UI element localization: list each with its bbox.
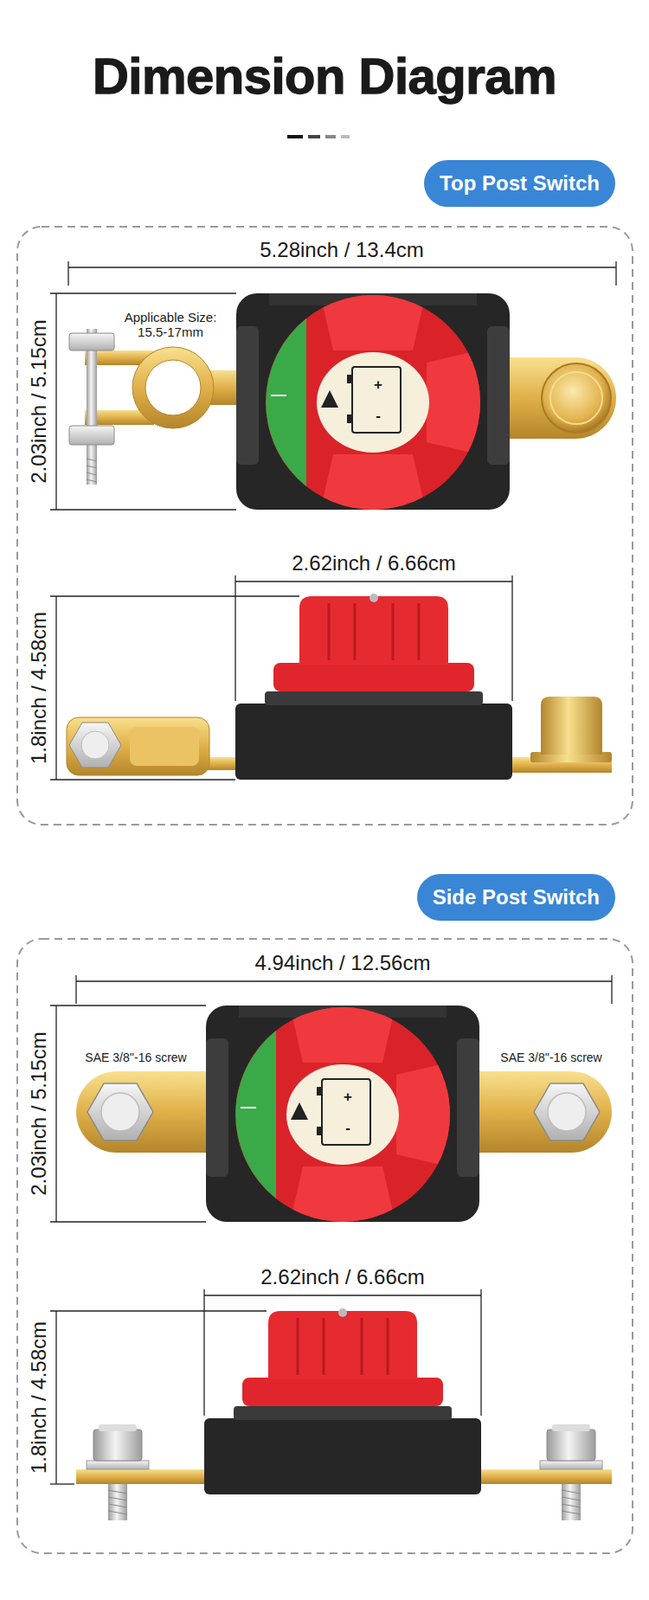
dimension-line	[50, 595, 300, 597]
title-dashes	[287, 134, 303, 139]
dashed-panel	[17, 226, 633, 1554]
top-post-top-view	[86, 458, 97, 462]
title-dashes	[325, 134, 336, 139]
top-post-top-view	[86, 472, 97, 476]
side-post-side-view	[539, 1424, 603, 1521]
top-post-side-view	[81, 731, 110, 759]
side-post-side-view	[76, 1308, 612, 1521]
dimension-line	[50, 261, 617, 1485]
dimension-line	[480, 1289, 482, 1416]
top-post-top-view	[86, 479, 97, 482]
dimension-line	[50, 1310, 267, 1311]
screw-label: SAE 3/8''-16 screw	[500, 1050, 602, 1065]
dimension-line	[50, 1004, 206, 1006]
side-post-side-view	[204, 1308, 482, 1495]
side-post-side-view	[86, 1424, 149, 1521]
dimension-line	[50, 778, 236, 780]
dimension-line	[50, 292, 237, 294]
top-post-side-view	[69, 722, 122, 768]
dimension-line	[76, 980, 612, 982]
dimension-label: 2.03inch / 5.15cm	[26, 319, 52, 483]
dimension-line	[55, 1310, 57, 1485]
section-title: Top Post Switch	[439, 160, 600, 207]
top-post-top-view	[550, 372, 603, 425]
side-post-top-view	[205, 1002, 480, 1228]
dimension-line	[50, 1220, 206, 1222]
side-post-top-view	[87, 1083, 154, 1141]
top-post-side-view	[540, 696, 603, 755]
dashed-panel	[17, 226, 633, 825]
polarity-mark: +	[343, 1088, 353, 1106]
dashed-panel	[17, 938, 633, 1554]
top-post-side-view	[129, 726, 200, 766]
dimension-line	[511, 575, 513, 701]
dimension-line	[610, 975, 612, 1004]
top-post-top-view	[69, 333, 115, 351]
side-post-top-view	[76, 1071, 213, 1153]
dimension-line	[55, 293, 57, 510]
screw-label: SAE 3/8''-16 screw	[84, 1050, 187, 1065]
section-pill: Side Post Switch	[417, 873, 616, 921]
top-post-top-view	[86, 465, 97, 469]
dimension-label: 2.62inch / 6.66cm	[291, 551, 456, 576]
section-pill: Top Post Switch	[424, 160, 616, 207]
dimension-line	[203, 1289, 205, 1416]
title-dashes	[287, 134, 350, 139]
dimension-label: 1.8inch / 4.58cm	[26, 1321, 52, 1474]
size-note: Applicable Size: 15.5-17mm	[118, 309, 223, 341]
top-post-top-view	[541, 363, 611, 433]
top-post-top-view	[132, 346, 214, 429]
dimension-label: 1.8inch / 4.58cm	[26, 611, 52, 765]
dimension-line	[615, 261, 617, 286]
top-post-top-view	[86, 328, 97, 485]
title-dashes	[308, 134, 321, 139]
top-post-top-view	[69, 425, 115, 445]
dimension-line	[50, 1483, 75, 1485]
dimension-label: 5.28inch / 13.4cm	[259, 237, 424, 263]
polarity-mark: -	[375, 407, 381, 425]
top-post-side-view	[66, 593, 612, 780]
dimension-line	[67, 261, 69, 286]
dimension-label: 2.62inch / 6.66cm	[260, 1265, 425, 1290]
side-post-top-view	[76, 1002, 612, 1228]
dimension-line	[55, 596, 57, 780]
dimension-line	[234, 575, 236, 701]
top-post-side-view	[66, 717, 210, 776]
page-title: Dimension Diagram	[92, 47, 557, 106]
side-post-top-view	[533, 1083, 600, 1141]
polarity-mark: -	[345, 1119, 351, 1138]
top-post-top-view	[69, 289, 617, 515]
dimension-line	[68, 266, 617, 268]
dimension-label: 4.94inch / 12.56cm	[255, 951, 431, 976]
dimension-line	[55, 1005, 57, 1222]
dimension-label: 2.03inch / 5.15cm	[26, 1031, 52, 1196]
polarity-mark: +	[373, 376, 383, 394]
dimension-line	[50, 508, 237, 510]
side-post-top-view	[474, 1071, 612, 1153]
section-title: Side Post Switch	[432, 873, 600, 921]
top-post-top-view	[236, 289, 510, 515]
dimension-line	[75, 975, 77, 1004]
top-post-side-view	[235, 593, 513, 780]
title-dashes	[340, 134, 350, 139]
dimension-line	[235, 580, 513, 582]
dimension-line	[204, 1294, 482, 1296]
